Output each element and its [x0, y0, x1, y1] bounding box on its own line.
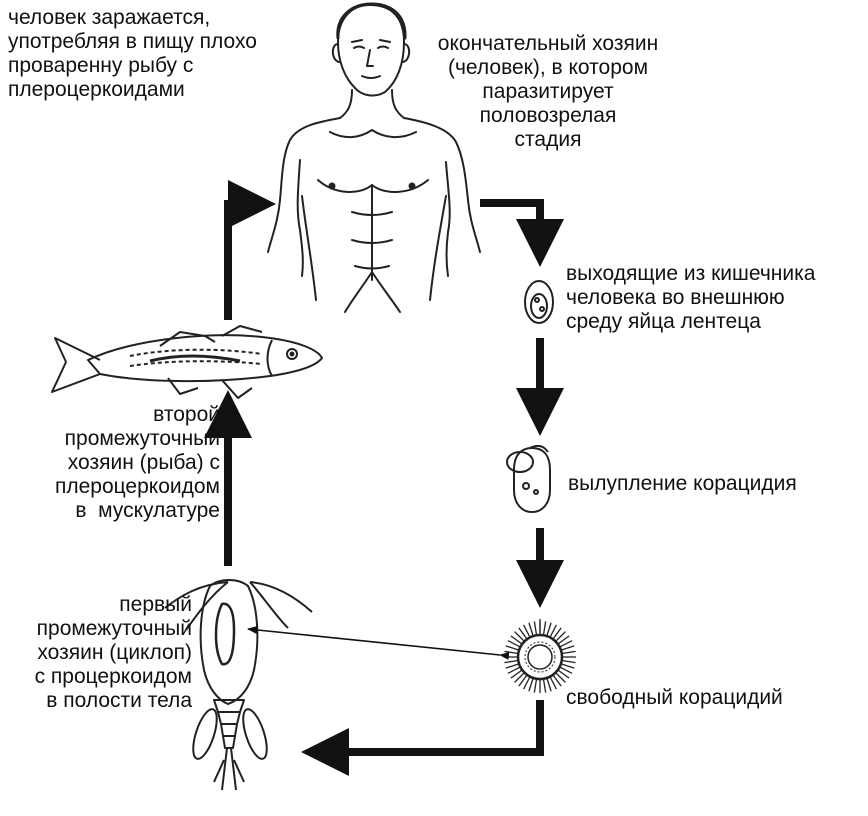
cilium — [504, 659, 518, 664]
cilium — [552, 675, 562, 687]
label-eggs: выходящие из кишечника человека во внешн… — [566, 262, 816, 333]
cilium — [528, 678, 534, 692]
cilium — [558, 669, 570, 679]
cilium — [528, 622, 534, 636]
cilium — [533, 679, 538, 693]
cilium — [523, 677, 531, 690]
cilium — [560, 640, 573, 648]
cilium — [560, 666, 573, 674]
cilium — [523, 624, 531, 637]
cilium — [505, 663, 519, 669]
fish-figure — [51, 325, 323, 399]
label-infection: человек заражается, употребляя в пищу пл… — [8, 6, 257, 101]
cilium — [542, 621, 547, 635]
cycle-arrows — [204, 180, 564, 776]
cilium — [504, 650, 518, 655]
cilium — [510, 669, 522, 679]
coracidium-figure — [504, 619, 576, 693]
cilium — [505, 645, 519, 651]
cilium — [562, 650, 576, 655]
cilium — [558, 635, 570, 645]
label-hatching: вылупление корацидия — [568, 472, 797, 495]
cilium — [514, 672, 525, 683]
cilium — [518, 627, 528, 639]
label-final-host: окончательный хозяин (человек), в которо… — [437, 32, 659, 151]
cyclops-figure — [164, 579, 313, 791]
cilium — [555, 672, 566, 683]
label-free-coracidium: свободный корацидий — [566, 686, 783, 709]
human-figure — [267, 2, 481, 313]
cilium — [546, 622, 552, 636]
hatching-figure — [506, 444, 551, 514]
arrow-fish-to-human — [224, 180, 276, 320]
arrow-human-to-egg — [480, 199, 564, 267]
cilium — [514, 631, 525, 642]
cilium — [507, 666, 520, 674]
cilium — [549, 624, 557, 637]
cilium — [542, 679, 547, 693]
cilium — [533, 621, 538, 635]
cilium — [518, 675, 528, 687]
cilium — [507, 640, 520, 648]
arrow-coracidium-to-cyclops — [301, 700, 544, 776]
cilium — [552, 627, 562, 639]
label-second-host: второй промежуточный хозяин (рыба) с пле… — [54, 403, 220, 522]
cilium — [549, 677, 557, 690]
egg-figure — [524, 280, 554, 324]
label-first-host: первый промежуточный хозяин (циклоп) с п… — [34, 593, 192, 712]
cilium — [546, 678, 552, 692]
cilium — [510, 635, 522, 645]
cilium — [561, 645, 575, 651]
cilium — [561, 663, 575, 669]
arrow-ingestion — [247, 625, 510, 660]
cilium — [555, 631, 566, 642]
cilium — [562, 659, 576, 664]
